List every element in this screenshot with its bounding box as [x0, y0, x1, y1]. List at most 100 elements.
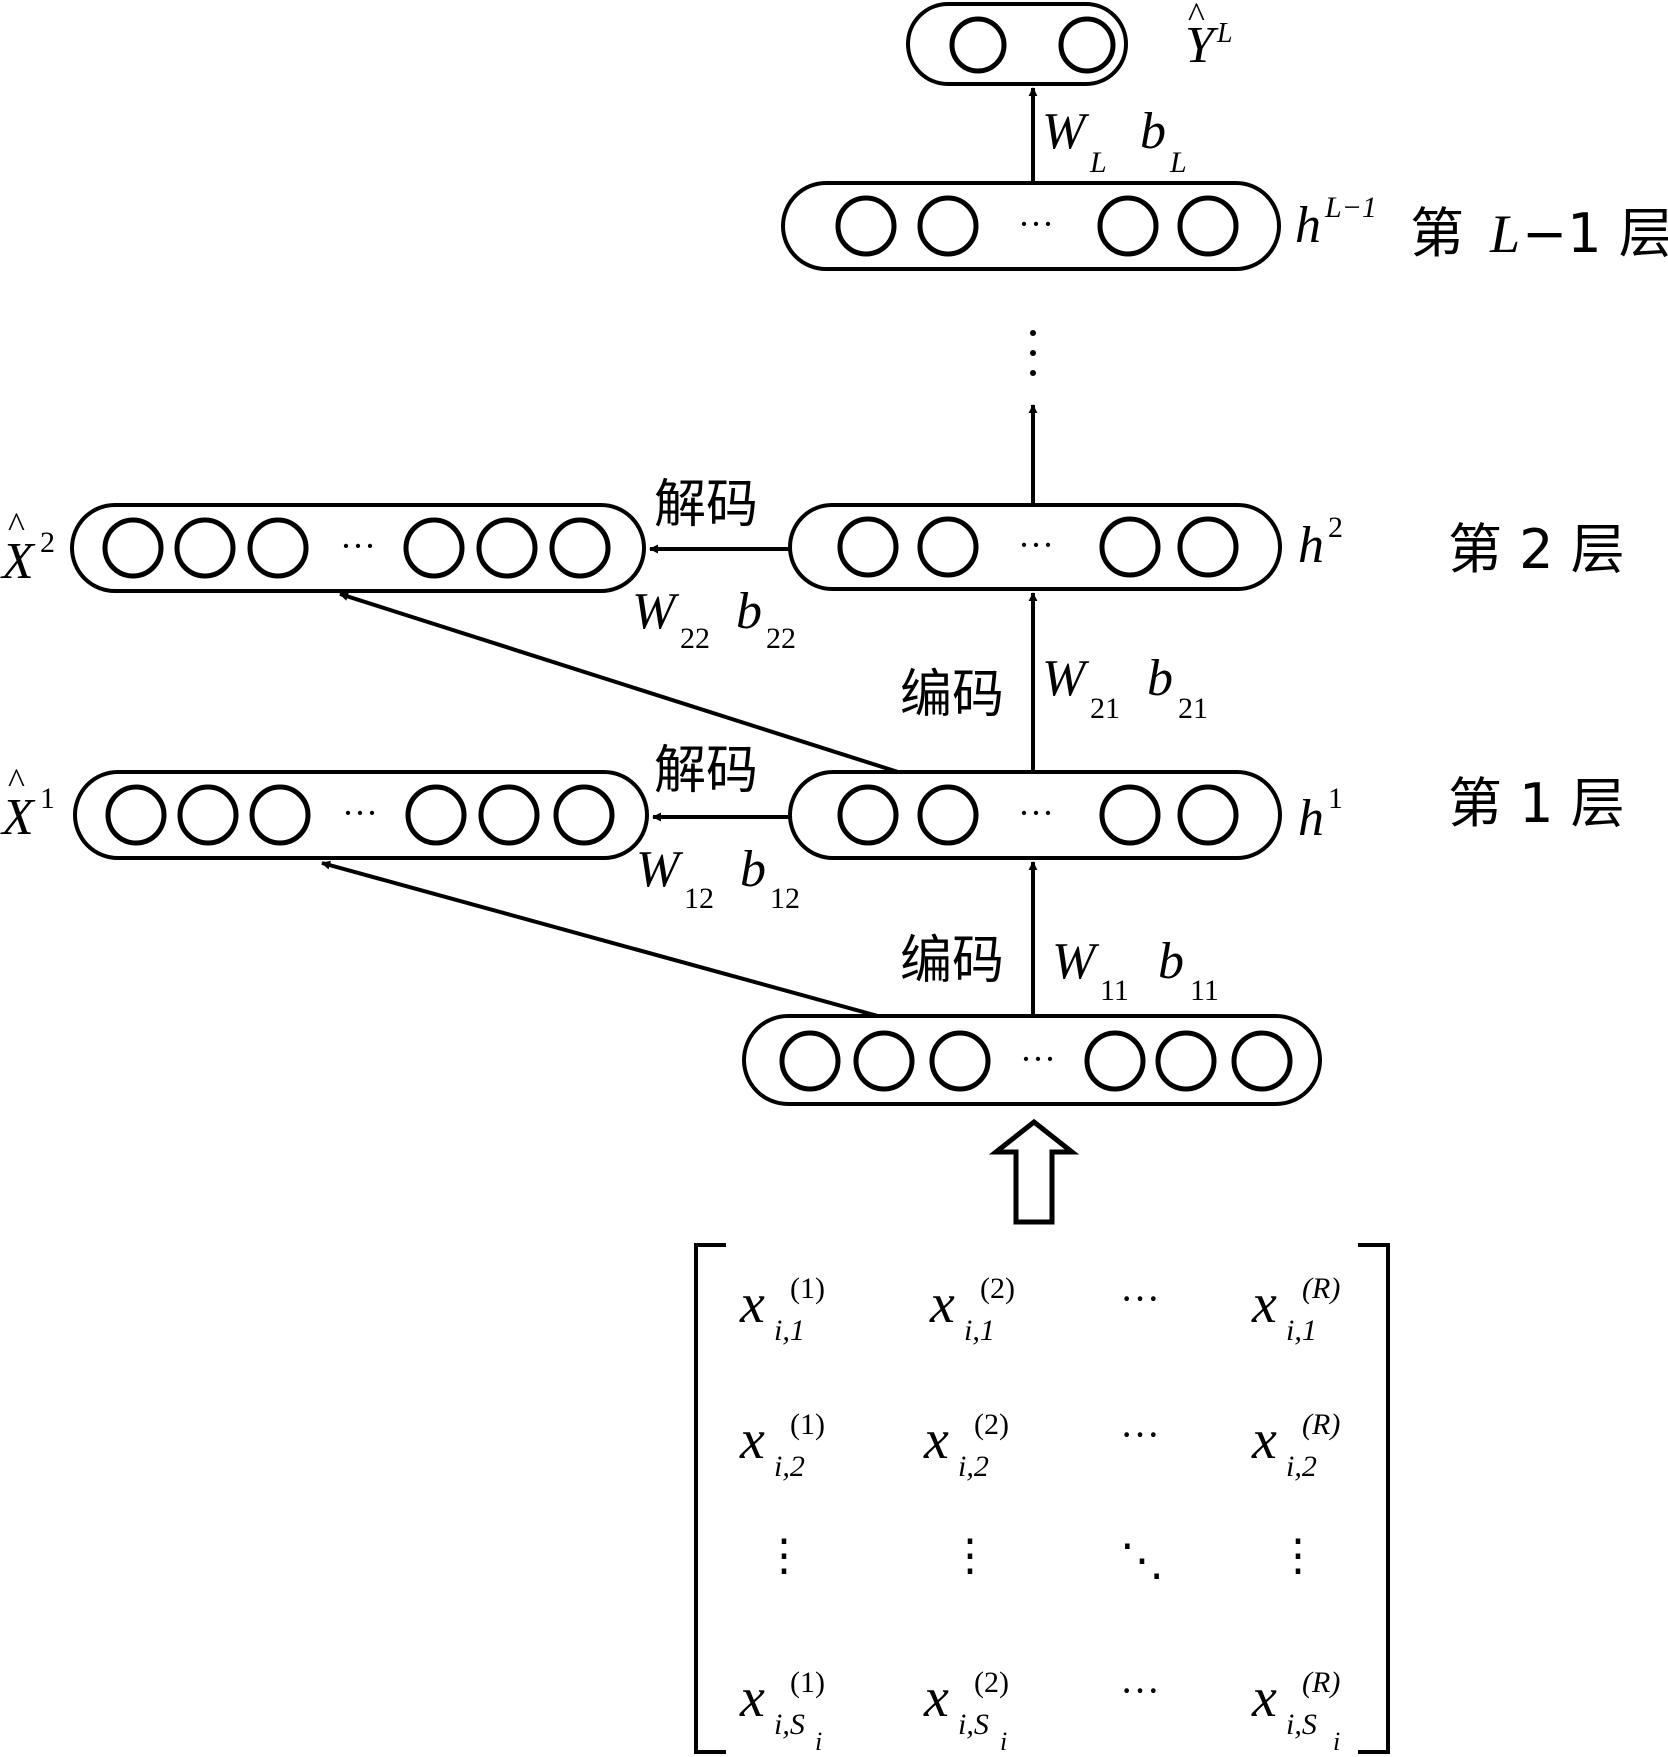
param-W11: W 11 b 11	[1052, 933, 1219, 1007]
svg-text:b: b	[1140, 103, 1166, 160]
vertical-ellipsis	[1030, 330, 1036, 376]
svg-text:L−1: L−1	[1324, 191, 1377, 224]
svg-text:i,S: i,S	[1286, 1708, 1317, 1741]
hat-mark: ^	[1188, 0, 1205, 35]
matrix-ellipsis-v: ⋮	[762, 1531, 806, 1580]
svg-text:1: 1	[40, 782, 55, 815]
matrix-cell-S-2: x i,S i (2)	[923, 1666, 1009, 1756]
svg-text:i,2: i,2	[774, 1450, 805, 1483]
svg-text:−1 层: −1 层	[1522, 202, 1668, 265]
encode-label-2: 编码	[900, 665, 1004, 725]
decode-label-2: 解码	[654, 475, 758, 535]
matrix-cell-2-2: x i,2 (2)	[923, 1408, 1009, 1483]
svg-text:2: 2	[1328, 511, 1343, 544]
svg-text:h: h	[1295, 197, 1321, 254]
svg-text:i,1: i,1	[964, 1314, 995, 1347]
h-top-label: h L−1	[1295, 191, 1377, 254]
svg-text:(2): (2)	[974, 1408, 1009, 1441]
matrix-row-ellipsis: ⋮ ⋮ ⋱ ⋮	[762, 1531, 1320, 1585]
svg-text:编码: 编码	[900, 931, 1004, 991]
svg-text:i: i	[1333, 1727, 1340, 1756]
x2-label: X ^ 2	[0, 505, 55, 590]
param-W21: W 21 b 21	[1042, 650, 1208, 725]
reconstruction-layer-1: ···	[73, 770, 649, 860]
svg-text:11: 11	[1190, 974, 1219, 1007]
svg-text:(R): (R)	[1302, 1408, 1340, 1441]
hidden-layer-1: ···	[788, 770, 1282, 860]
input-layer: ···	[742, 1014, 1322, 1106]
ellipsis: ···	[340, 526, 376, 566]
svg-text:L: L	[1169, 146, 1187, 179]
arrow-skip-to-x2	[339, 592, 899, 774]
svg-text:L: L	[1216, 18, 1233, 49]
matrix-row-last: x i,S i (1) x i,S i (2) ··· x i,S i (R)	[739, 1666, 1340, 1756]
svg-text:11: 11	[1100, 974, 1129, 1007]
svg-text:b: b	[1147, 650, 1173, 707]
matrix-cell-1-2: x i,1 (2)	[929, 1272, 1015, 1347]
svg-text:x: x	[739, 1273, 765, 1335]
svg-text:W: W	[1052, 933, 1100, 990]
svg-text:h: h	[1298, 517, 1324, 574]
matrix-ellipsis-v: ⋮	[1276, 1531, 1320, 1580]
svg-text:x: x	[1251, 1667, 1277, 1729]
svg-text:21: 21	[1178, 692, 1208, 725]
svg-text:x: x	[929, 1273, 955, 1335]
layer-label-top: 第 L −1 层	[1410, 202, 1668, 265]
svg-text:x: x	[923, 1667, 949, 1729]
svg-text:x: x	[739, 1409, 765, 1471]
svg-text:x: x	[1251, 1409, 1277, 1471]
svg-text:i,1: i,1	[1286, 1314, 1317, 1347]
svg-text:编码: 编码	[900, 665, 1004, 725]
svg-text:(2): (2)	[974, 1666, 1009, 1699]
matrix-row-2: x i,2 (1) x i,2 (2) ··· x i,2 (R)	[739, 1408, 1340, 1483]
svg-text:解码: 解码	[654, 475, 758, 535]
svg-text:W: W	[636, 841, 684, 898]
reconstruction-layer-2: ···	[70, 503, 646, 593]
svg-text:2: 2	[40, 526, 55, 559]
svg-text:12: 12	[684, 882, 714, 915]
svg-text:(1): (1)	[790, 1272, 825, 1305]
svg-text:X: X	[0, 789, 36, 846]
svg-text:i: i	[815, 1727, 822, 1756]
svg-text:Y: Y	[1185, 17, 1219, 74]
h2-label: h 2	[1298, 511, 1343, 574]
svg-text:解码: 解码	[654, 741, 758, 801]
svg-text:b: b	[1158, 933, 1184, 990]
param-WL: W L b L	[1042, 103, 1187, 179]
svg-text:12: 12	[770, 882, 800, 915]
matrix-row-1: x i,1 (1) x i,1 (2) ··· x i,1 (R)	[739, 1272, 1340, 1347]
matrix-brackets	[694, 1243, 1390, 1754]
svg-text:(1): (1)	[790, 1666, 825, 1699]
hidden-layer-2: ···	[788, 503, 1282, 591]
layer-label-2: 第 2 层	[1448, 518, 1625, 581]
svg-text:W: W	[632, 583, 680, 640]
svg-text:(R): (R)	[1302, 1272, 1340, 1305]
svg-text:(1): (1)	[790, 1408, 825, 1441]
matrix-cell-1-R: x i,1 (R)	[1251, 1272, 1340, 1347]
matrix-ellipsis-h: ···	[1120, 1276, 1160, 1321]
svg-text:W: W	[1042, 650, 1090, 707]
matrix-cell-S-1: x i,S i (1)	[739, 1666, 825, 1756]
svg-text:x: x	[923, 1409, 949, 1471]
ellipsis: ···	[342, 793, 378, 833]
hat-mark: ^	[8, 761, 25, 801]
param-W22: W 22 b 22	[632, 583, 796, 655]
svg-text:h: h	[1298, 790, 1324, 847]
svg-text:L: L	[1089, 146, 1107, 179]
matrix-ellipsis-d: ⋱	[1120, 1536, 1164, 1585]
svg-text:22: 22	[766, 622, 796, 655]
ellipsis: ···	[1018, 525, 1054, 565]
matrix-cell-2-1: x i,2 (1)	[739, 1408, 825, 1483]
h1-label: h 1	[1298, 782, 1343, 847]
svg-text:i,S: i,S	[958, 1708, 989, 1741]
svg-text:W: W	[1042, 103, 1090, 160]
matrix-ellipsis-v: ⋮	[948, 1531, 992, 1580]
svg-text:b: b	[736, 583, 762, 640]
decode-label-1: 解码	[654, 741, 758, 801]
svg-text:x: x	[739, 1667, 765, 1729]
svg-text:i,2: i,2	[1286, 1450, 1317, 1483]
svg-text:第 2 层: 第 2 层	[1448, 518, 1625, 581]
svg-text:x: x	[1251, 1273, 1277, 1335]
x1-label: X ^ 1	[0, 761, 55, 846]
